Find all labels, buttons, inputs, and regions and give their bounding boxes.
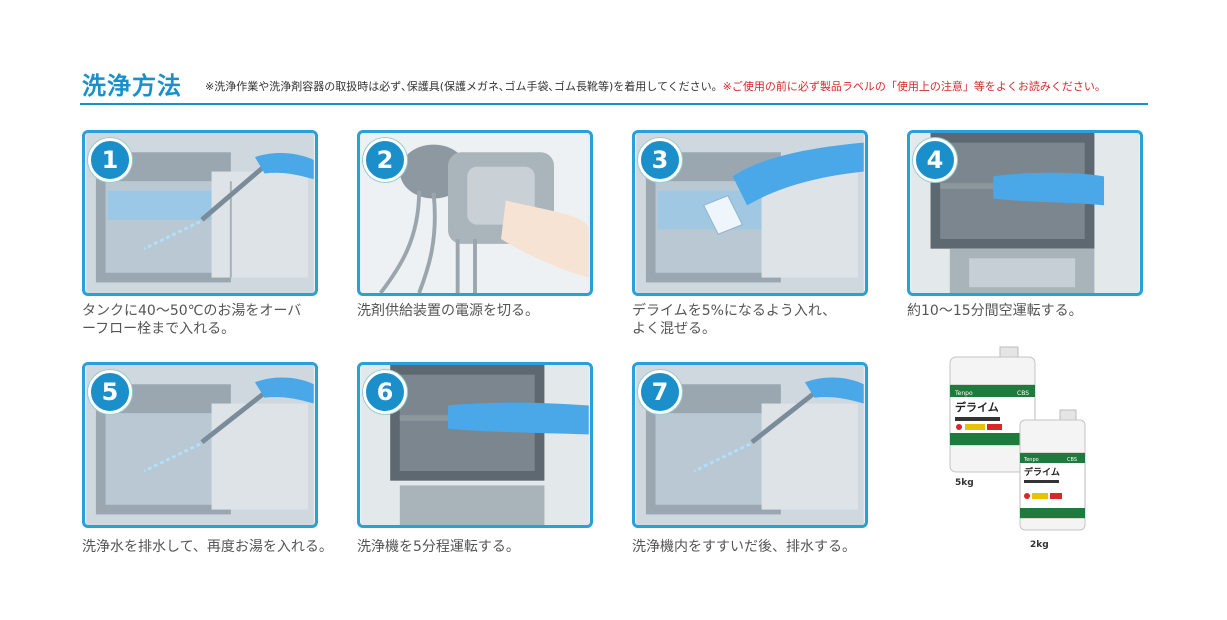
step-3-badge: 3 (638, 138, 682, 182)
step-5-illustration: 5 (82, 362, 318, 528)
step-7-badge: 7 (638, 370, 682, 414)
bottle-5kg-image: Tenpo CBS デライム (949, 346, 1036, 473)
step-3-caption-line2: よく混ぜる。 (632, 321, 716, 337)
product-2kg-size: 2kg (1030, 540, 1049, 550)
step-6-illustration: 6 (357, 362, 593, 528)
bottle-2kg-brand: Tenpo (1023, 457, 1039, 463)
bottle-5kg-brand: Tenpo (954, 390, 973, 397)
rinse-drain-illustration (636, 365, 864, 525)
bottle-5kg-logo: CBS (1017, 390, 1029, 397)
drain-refill-illustration (86, 365, 314, 525)
step-6-caption: 洗浄機を5分程運転する。 (357, 538, 607, 556)
bottle-2kg-name: デライム (1024, 466, 1060, 478)
step-1-caption-line1: タンクに40～50℃のお湯をオーバ (82, 303, 302, 319)
step-1-caption: タンクに40～50℃のお湯をオーバ ーフロー栓まで入れる。 (82, 302, 332, 338)
product-2kg-bottle: Tenpo CBS デライム (1015, 408, 1090, 533)
add-detergent-illustration (636, 133, 864, 293)
step-4-caption: 約10～15分間空運転する。 (907, 302, 1157, 320)
step-2-caption: 洗剤供給装置の電源を切る。 (357, 302, 607, 320)
step-2-badge: 2 (363, 138, 407, 182)
step-2-caption-line1: 洗剤供給装置の電源を切る。 (357, 303, 539, 319)
step-3-caption: デライムを5%になるよう入れ、 よく混ぜる。 (632, 302, 882, 338)
step-5-caption-line1: 洗浄水を排水して、再度お湯を入れる。 (82, 539, 333, 555)
step-7-caption-line1: 洗浄機内をすすいだ後、排水する。 (632, 539, 856, 555)
product-5kg-size: 5kg (955, 478, 974, 488)
step-6-caption-line1: 洗浄機を5分程運転する。 (357, 539, 520, 555)
step-5-badge: 5 (88, 370, 132, 414)
step-7-caption: 洗浄機内をすすいだ後、排水する。 (632, 538, 882, 556)
product-5kg-bottle: Tenpo CBS デライム (945, 345, 1040, 475)
step-1-badge: 1 (88, 138, 132, 182)
step-1-illustration: 1 (82, 130, 318, 296)
step-3-illustration: 3 (632, 130, 868, 296)
header-divider (80, 103, 1148, 105)
step-2-illustration: 2 (357, 130, 593, 296)
step-4-caption-line1: 約10～15分間空運転する。 (907, 303, 1083, 319)
step-3-caption-line1: デライムを5%になるよう入れ、 (632, 303, 837, 319)
step-6-badge: 6 (363, 370, 407, 414)
step-1-caption-line2: ーフロー栓まで入れる。 (82, 321, 236, 337)
step-7-illustration: 7 (632, 362, 868, 528)
label-warning-note: ※ご使用の前に必ず製品ラベルの「使用上の注意」等をよくお読みください。 (722, 80, 1106, 93)
page-title: 洗浄方法 (82, 72, 182, 100)
step-4-illustration: 4 (907, 130, 1143, 296)
step-4-badge: 4 (913, 138, 957, 182)
bottle-2kg-image: Tenpo CBS デライム (1019, 409, 1086, 531)
bottle-2kg-logo: CBS (1067, 457, 1077, 463)
bottle-5kg-name: デライム (955, 400, 999, 414)
protective-gear-note: ※洗浄作業や洗浄剤容器の取扱時は必ず､保護具(保護メガネ､ゴム手袋､ゴム長靴等)… (205, 80, 723, 93)
safety-notes: ※洗浄作業や洗浄剤容器の取扱時は必ず､保護具(保護メガネ､ゴム手袋､ゴム長靴等)… (205, 78, 1106, 94)
step-5-caption: 洗浄水を排水して、再度お湯を入れる。 (82, 538, 347, 556)
